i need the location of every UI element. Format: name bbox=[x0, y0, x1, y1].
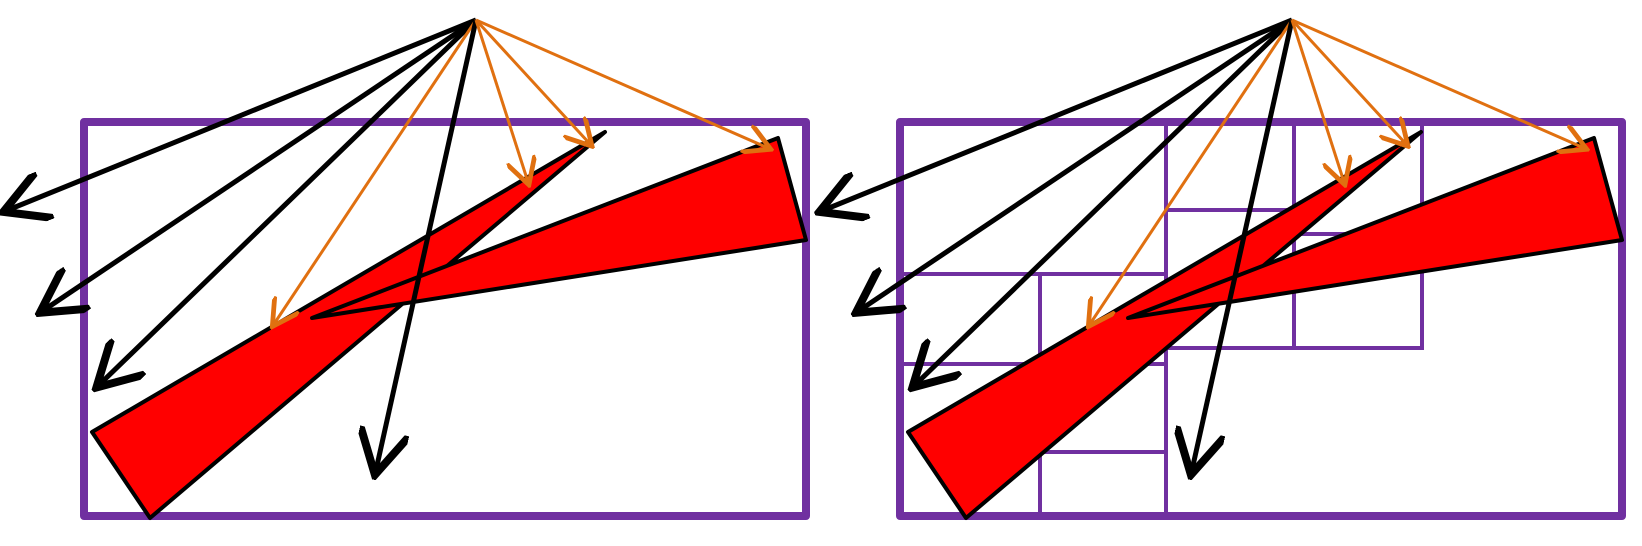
ray-miss bbox=[44, 17, 478, 310]
ray-hit bbox=[1090, 19, 1294, 324]
ray-miss bbox=[1192, 19, 1295, 470]
ray-hit bbox=[474, 19, 528, 182]
triangle-wide bbox=[1126, 136, 1624, 320]
triangle-wide bbox=[310, 136, 808, 320]
ray-miss bbox=[860, 17, 1294, 310]
ray-hit bbox=[274, 19, 478, 324]
triangle-long-thin bbox=[906, 130, 1423, 520]
bounding-box-frame bbox=[80, 118, 810, 520]
panel-left bbox=[8, 17, 810, 520]
ray-miss bbox=[824, 17, 1293, 210]
rays-right bbox=[824, 17, 1584, 470]
panel-right bbox=[824, 17, 1626, 520]
ray-miss bbox=[376, 19, 479, 470]
ray-hit bbox=[1290, 18, 1406, 144]
subdivision-cell bbox=[1038, 450, 1168, 518]
ray-hit bbox=[1290, 19, 1344, 182]
ray-miss bbox=[100, 18, 478, 384]
rays-left bbox=[8, 17, 768, 470]
ray-miss bbox=[916, 18, 1294, 384]
triangle-long-thin bbox=[90, 130, 607, 520]
ray-hit bbox=[1291, 18, 1584, 148]
ray-hit bbox=[474, 18, 590, 144]
ray-hit bbox=[475, 18, 768, 148]
ray-miss bbox=[8, 17, 477, 210]
